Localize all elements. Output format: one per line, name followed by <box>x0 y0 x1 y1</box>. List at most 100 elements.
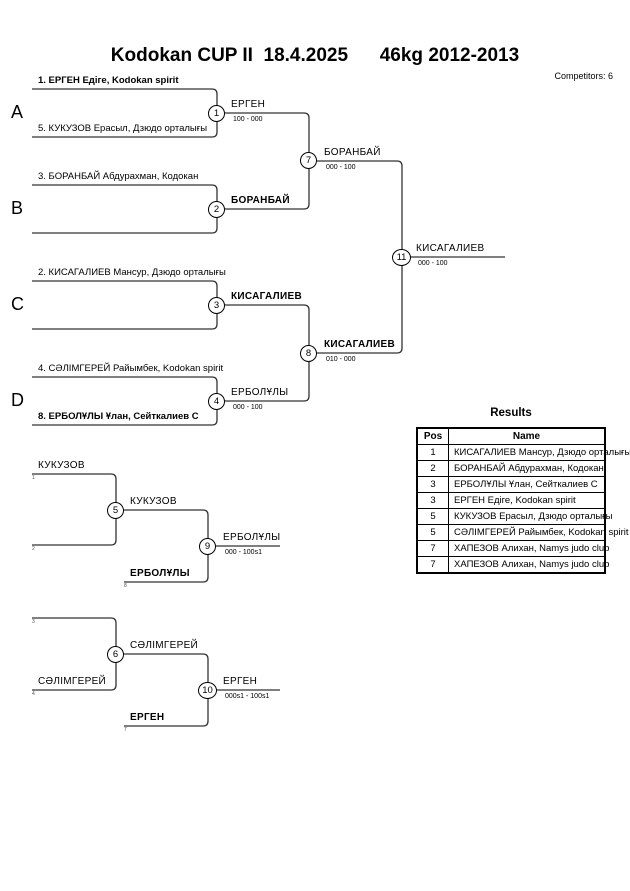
result-pos: 2 <box>416 460 449 477</box>
line-r7 <box>124 698 209 727</box>
winner-m6: СӘЛІМГЕРЕЙ <box>130 640 199 651</box>
line-c1 <box>32 280 218 297</box>
entry-d2[interactable]: 8. ЕРБОЛҰЛЫ Ұлан, Сейткалиев С <box>38 411 199 422</box>
line-r1 <box>32 473 117 502</box>
match-node-1[interactable]: 1 <box>208 105 225 122</box>
line-a1 <box>32 88 218 112</box>
winner-m4: ЕРБОЛҰЛЫ <box>231 387 289 398</box>
entry-d1[interactable]: 4. СӘЛІМГЕРЕЙ Райымбек, Kodokan spirit <box>38 363 224 374</box>
repechage-slot-8: 8 <box>124 583 127 589</box>
entry-a1[interactable]: 1. ЕРГЕН Едіге, Kodokan spirit <box>38 75 179 86</box>
line-m6 <box>124 653 209 682</box>
competitors-count: Competitors: 6 <box>554 71 613 81</box>
result-name: ХАПЕЗОВ Алихан, Namys judo club <box>448 556 609 574</box>
winner-m8: КИСАГАЛИЕВ <box>324 339 395 350</box>
score-m8: 010 - 000 <box>326 356 356 363</box>
match-node-3[interactable]: 3 <box>208 297 225 314</box>
line-r3 <box>32 617 117 646</box>
line-m4 <box>225 361 310 402</box>
match-node-4[interactable]: 4 <box>208 393 225 410</box>
result-pos: 7 <box>416 556 449 574</box>
entry-c1[interactable]: 2. КИСАГАЛИЕВ Мансур, Дзюдо орталығы <box>38 267 226 278</box>
winner-m11: КИСАГАЛИЕВ <box>416 243 485 254</box>
match-node-2[interactable]: 2 <box>208 201 225 218</box>
match-node-7[interactable]: 7 <box>300 152 317 169</box>
weight-category: 46kg 2012-2013 <box>379 45 520 66</box>
result-name: ЕРБОЛҰЛЫ Ұлан, Сейткалиев С <box>448 476 606 493</box>
winner-m10: ЕРГЕН <box>223 676 258 687</box>
tournament-title: Kodokan CUP II 18.4.2025 <box>110 45 349 66</box>
line-m5 <box>124 509 209 538</box>
pool-label-d: D <box>11 390 24 410</box>
results-header-row: Pos Name <box>416 427 606 445</box>
line-m8 <box>317 265 403 354</box>
result-name: КУКУЗОВ Ерасыл, Дзюдо орталығы <box>448 508 612 525</box>
page-title: Kodokan CUP II 18.4.2025 46kg 2012-2013 <box>0 45 630 67</box>
line-b1 <box>32 184 218 201</box>
result-pos: 5 <box>416 508 449 525</box>
line-d2 <box>32 409 218 426</box>
winner-m7: БОРАНБАЙ <box>324 147 381 158</box>
result-pos: 7 <box>416 540 449 557</box>
score-m7: 000 - 100 <box>326 164 356 171</box>
column-header-pos: Pos <box>416 427 449 445</box>
score-m1: 100 - 000 <box>233 116 263 123</box>
line-r4 <box>32 662 117 691</box>
result-name: ХАПЕЗОВ Алихан, Namys judo club <box>448 540 609 557</box>
pool-label-a: A <box>11 102 24 122</box>
repechage-slot-7: 7 <box>124 727 127 733</box>
winner-m2: БОРАНБАЙ <box>231 195 290 206</box>
results-title: Results <box>490 407 532 419</box>
line-d1 <box>32 376 218 393</box>
line-b2 <box>32 217 218 234</box>
result-pos: 5 <box>416 524 449 541</box>
repechage-slot-3: 3 <box>32 619 35 625</box>
winner-m5: КУКУЗОВ <box>130 496 177 507</box>
score-m11: 000 - 100 <box>418 260 448 267</box>
repechage-slot-4: 4 <box>32 691 35 697</box>
pool-label-c: C <box>11 294 24 314</box>
repechage-entry-7[interactable]: ЕРГЕН <box>130 712 165 723</box>
match-node-8[interactable]: 8 <box>300 345 317 362</box>
result-name: СӘЛІМГЕРЕЙ Райымбек, Kodokan spirit <box>448 524 629 541</box>
match-node-6[interactable]: 6 <box>107 646 124 663</box>
repechage-slot-1: 1 <box>32 475 35 481</box>
repechage-slot-2: 2 <box>32 546 35 552</box>
match-node-10[interactable]: 10 <box>198 682 217 699</box>
score-m4: 000 - 100 <box>233 404 263 411</box>
result-name: ЕРГЕН Едіге, Kodokan spirit <box>448 492 606 509</box>
score-m9: 000 - 100s1 <box>225 549 262 556</box>
entry-b1[interactable]: 3. БОРАНБАЙ Абдурахман, Кодокан <box>38 171 199 182</box>
winner-m9: ЕРБОЛҰЛЫ <box>223 532 281 543</box>
line-c2 <box>32 313 218 330</box>
line-a2 <box>32 120 218 138</box>
line-m2 <box>225 168 310 210</box>
match-node-9[interactable]: 9 <box>199 538 216 555</box>
column-header-name: Name <box>448 427 606 445</box>
score-m10: 000s1 - 100s1 <box>225 693 270 700</box>
winner-m1: ЕРГЕН <box>231 99 266 110</box>
result-pos: 1 <box>416 444 449 461</box>
repechage-entry-1[interactable]: КУКУЗОВ <box>38 460 85 471</box>
line-m3 <box>225 304 310 345</box>
repechage-entry-8[interactable]: ЕРБОЛҰЛЫ <box>130 568 190 579</box>
line-r8 <box>124 554 209 583</box>
result-pos: 3 <box>416 492 449 509</box>
result-pos: 3 <box>416 476 449 493</box>
winner-m3: КИСАГАЛИЕВ <box>231 291 302 302</box>
pool-label-b: B <box>11 198 24 218</box>
match-node-5[interactable]: 5 <box>107 502 124 519</box>
line-m7 <box>317 160 403 249</box>
repechage-entry-4[interactable]: СӘЛІМГЕРЕЙ <box>38 676 107 687</box>
match-node-11[interactable]: 11 <box>392 249 411 266</box>
entry-a2[interactable]: 5. КУКУЗОВ Ерасыл, Дзюдо орталығы <box>38 123 208 134</box>
